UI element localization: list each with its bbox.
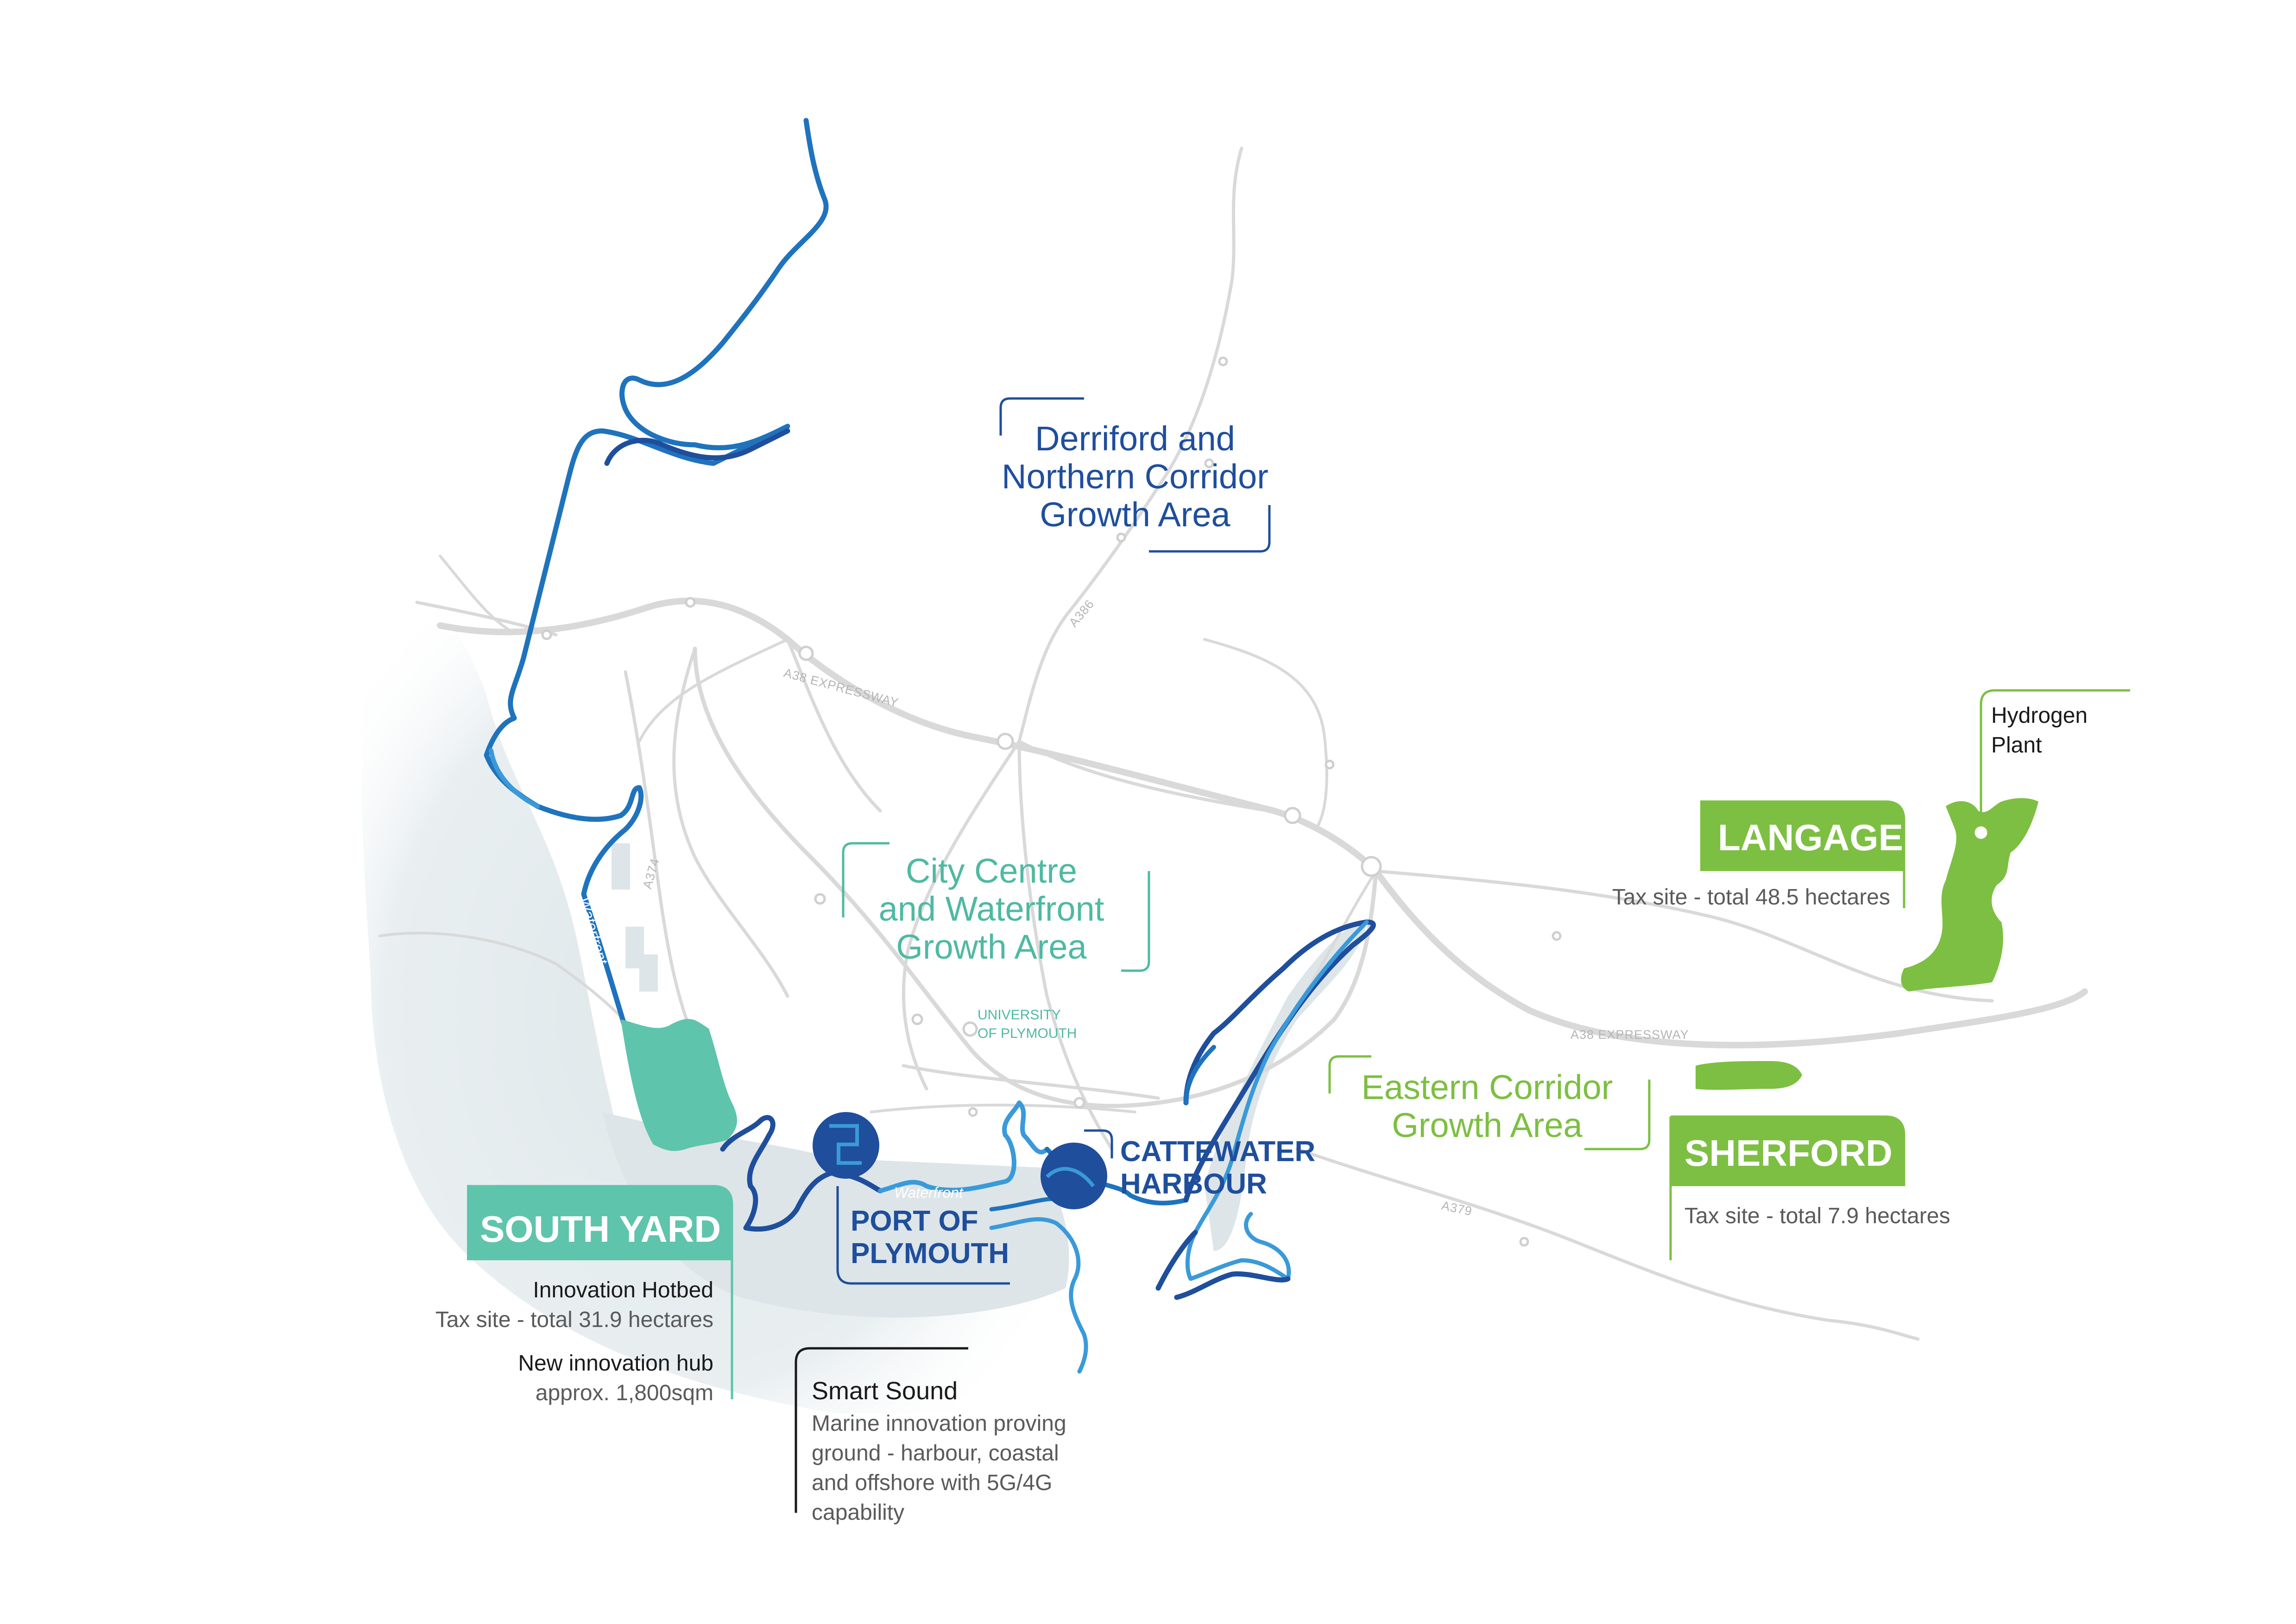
- cattewater-water: [1205, 922, 1367, 1251]
- road-label-a38-east: A38 EXPRESSWAY: [1571, 1028, 1689, 1042]
- eastern-corridor-growth-area-label: Eastern Corridor Growth Area: [1328, 1055, 1651, 1150]
- university-label-line1: UNIVERSITY: [978, 1007, 1061, 1023]
- south-yard-innovation-hub: New innovation hub: [518, 1351, 713, 1376]
- city-ring: [693, 646, 1378, 1108]
- derriford-growth-area-label: Derriford and Northern Corridor Growth A…: [999, 397, 1271, 553]
- dockyard-shapes: [612, 843, 658, 992]
- smart-sound-callout: Smart Sound Marine innovation proving gr…: [795, 1347, 1066, 1525]
- a386-road: [1017, 146, 1243, 743]
- waterfront-label-south: Waterfront: [894, 1184, 964, 1201]
- city-centre-label-line3: Growth Area: [896, 928, 1087, 966]
- cattewater-harbour-callout: CATTEWATER HARBOUR: [1084, 1129, 1315, 1200]
- derriford-label-line3: Growth Area: [1040, 495, 1230, 534]
- sherford-title: SHERFORD: [1684, 1132, 1892, 1174]
- smart-sound-line4: capability: [812, 1500, 904, 1525]
- hydrogen-plant-callout: Hydrogen Plant: [1980, 689, 2130, 825]
- road-label-a379: A379: [1440, 1199, 1474, 1219]
- south-yard-callout: SOUTH YARD Innovation Hotbed Tax site - …: [435, 1185, 733, 1405]
- south-yard-area: [621, 1019, 737, 1151]
- university-marker: [962, 1021, 978, 1037]
- a374-road: [624, 670, 697, 1044]
- road-label-a38-west: A38 EXPRESSWAY: [782, 666, 900, 710]
- derriford-label-line1: Derriford and: [1035, 419, 1235, 458]
- langage-title: LANGAGE: [1718, 817, 1903, 858]
- road-nodes: [541, 356, 1562, 1247]
- coastline: [484, 118, 1376, 1374]
- eastern-label-line2: Growth Area: [1392, 1106, 1583, 1144]
- port-of-plymouth-callout: PORT OF PLYMOUTH: [836, 1186, 1010, 1285]
- waterfront-label-west: Waterfront: [576, 895, 611, 967]
- road-network: [378, 146, 2088, 1341]
- city-centre-label-line2: and Waterfront: [879, 890, 1104, 928]
- sherford-tax-site: Tax site - total 7.9 hectares: [1684, 1204, 1950, 1228]
- langage-callout: LANGAGE Tax site - total 48.5 hectares: [1612, 800, 1905, 910]
- smart-sound-title: Smart Sound: [812, 1377, 958, 1405]
- port-label-line1: PORT OF: [851, 1205, 978, 1237]
- hydrogen-label-line1: Hydrogen: [1991, 703, 2088, 728]
- university-label-line2: OF PLYMOUTH: [978, 1026, 1077, 1041]
- city-centre-label-line1: City Centre: [906, 852, 1077, 890]
- cattewater-label-line2: HARBOUR: [1120, 1168, 1267, 1200]
- langage-tax-site: Tax site - total 48.5 hectares: [1612, 885, 1890, 910]
- cattewater-label-line1: CATTEWATER: [1120, 1136, 1315, 1168]
- hydrogen-plant-marker: [1972, 824, 1990, 841]
- south-yard-title: SOUTH YARD: [480, 1208, 721, 1250]
- sherford-area: [1696, 1061, 1802, 1090]
- a379-road: [1295, 1147, 1920, 1341]
- smart-sound-line2: ground - harbour, coastal: [812, 1441, 1059, 1466]
- cattewater-harbour-marker: [1041, 1143, 1107, 1209]
- smart-sound-line3: and offshore with 5G/4G: [812, 1471, 1052, 1495]
- a38-east-road: [1374, 869, 1994, 1003]
- south-yard-tax-site: Tax site - total 31.9 hectares: [435, 1308, 713, 1332]
- derriford-label-line2: Northern Corridor: [1002, 457, 1268, 496]
- hydrogen-label-line2: Plant: [1991, 733, 2042, 758]
- langage-area: [1901, 798, 2038, 992]
- smart-sound-line1: Marine innovation proving: [812, 1411, 1066, 1436]
- sherford-callout: SHERFORD Tax site - total 7.9 hectares: [1669, 1115, 1950, 1260]
- city-centre-growth-area-label: City Centre and Waterfront Growth Area: [842, 842, 1150, 972]
- road-label-a386: A386: [1066, 597, 1097, 630]
- south-yard-hub-size: approx. 1,800sqm: [536, 1381, 713, 1405]
- south-yard-innovation-hotbed: Innovation Hotbed: [533, 1278, 713, 1302]
- eastern-label-line1: Eastern Corridor: [1362, 1068, 1613, 1106]
- port-label-line2: PLYMOUTH: [851, 1238, 1009, 1270]
